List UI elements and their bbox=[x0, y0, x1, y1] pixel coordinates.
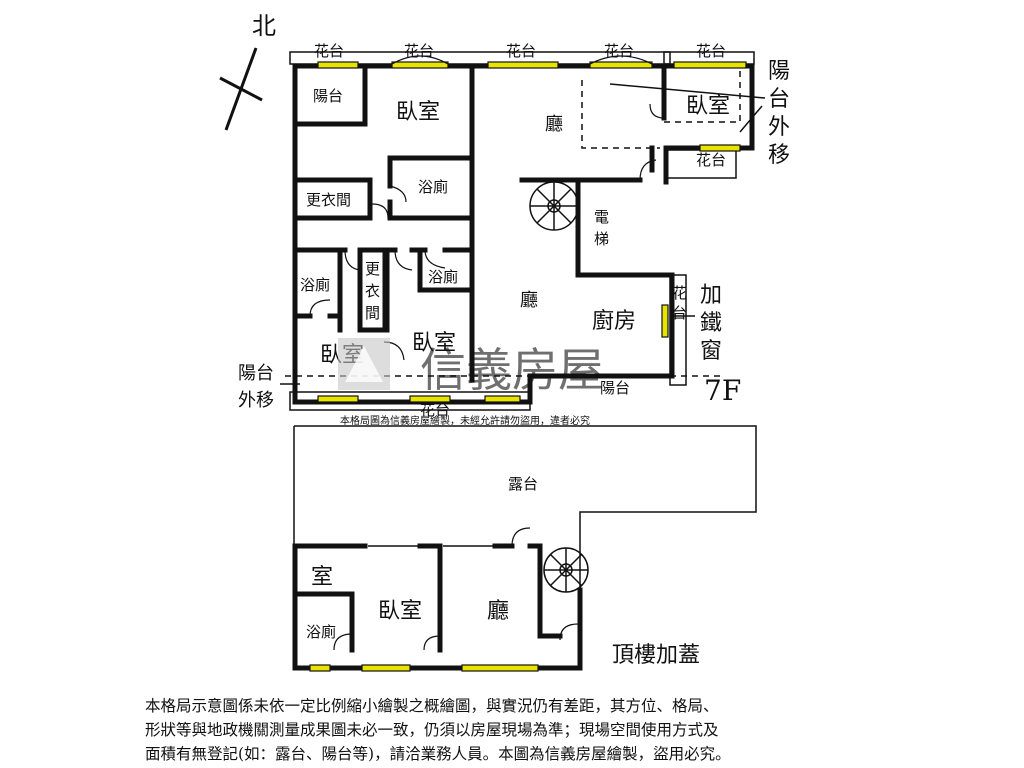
planter-label-2: 花台 bbox=[404, 42, 434, 60]
kitchen-label: 廚房 bbox=[592, 309, 636, 334]
iron-window-label: 加 鐵 窗 bbox=[700, 283, 722, 364]
svg-text:外: 外 bbox=[768, 115, 790, 140]
rooftop-plan: 露台 室 臥室 廳 浴廁 bbox=[292, 425, 757, 672]
balcony-nw-label: 陽台 bbox=[313, 87, 343, 105]
bath-2-label: 浴廁 bbox=[300, 276, 330, 294]
roof-living-label: 廳 bbox=[487, 599, 509, 624]
disclaimer-line-3: 面積有無登記(如：露台、陽台等)，請洽業務人員。本圖為信義房屋繪製，盜用必究。 bbox=[145, 745, 731, 763]
svg-text:電: 電 bbox=[594, 208, 609, 226]
bedroom-north-label: 臥室 bbox=[396, 100, 440, 125]
living-main-label: 廳 bbox=[520, 290, 538, 311]
svg-text:台: 台 bbox=[672, 304, 687, 322]
svg-text:移: 移 bbox=[768, 143, 790, 168]
floor-7f-plan: 花台 花台 花台 花台 花台 陽台 臥室 廳 臥室 陽 台 外 移 花台 浴廁 … bbox=[238, 42, 790, 419]
disclaimer-line-1: 本格局示意圖係未依一定比例縮小繪製之概繪圖，與實況仍有差距，其方位、格局、 bbox=[145, 697, 719, 715]
planter-label-3: 花台 bbox=[506, 42, 536, 60]
spiral-stair-icon bbox=[529, 181, 579, 231]
watermark: 信義房屋 本格局圖為信義房屋繪製，未經允許請勿盜用，違者必究 bbox=[338, 338, 604, 427]
svg-text:更: 更 bbox=[365, 260, 380, 278]
svg-text:台: 台 bbox=[768, 87, 790, 112]
roof-addition-label: 頂樓加蓋 bbox=[612, 643, 700, 668]
terrace-label: 露台 bbox=[508, 475, 538, 493]
roof-room-label: 室 bbox=[311, 565, 333, 590]
living-north-label: 廳 bbox=[545, 114, 563, 135]
planter-south-label: 花台 bbox=[420, 401, 450, 419]
closet-1-label: 更衣間 bbox=[306, 191, 351, 209]
brand-logo-icon bbox=[338, 338, 390, 390]
svg-text:加: 加 bbox=[700, 283, 722, 308]
planter-east-label: 花台 bbox=[696, 151, 726, 169]
svg-text:衣: 衣 bbox=[365, 282, 380, 300]
bedroom-s-label: 臥室 bbox=[412, 331, 456, 356]
planter-label-5: 花台 bbox=[696, 42, 726, 60]
floor-7f-label: 7F bbox=[704, 374, 741, 407]
balcony-move-left-label: 陽台 外移 bbox=[238, 363, 274, 411]
balcony-s-label: 陽台 bbox=[600, 379, 630, 397]
roof-bath-label: 浴廁 bbox=[306, 623, 336, 641]
north-label: 北 bbox=[252, 12, 276, 40]
planter-label-1: 花台 bbox=[314, 42, 344, 60]
svg-text:陽: 陽 bbox=[768, 59, 790, 84]
watermark-brand: 信義房屋 bbox=[420, 343, 604, 397]
svg-text:間: 間 bbox=[365, 304, 380, 322]
bedroom-ne-label: 臥室 bbox=[686, 94, 730, 119]
svg-text:外移: 外移 bbox=[238, 390, 274, 411]
svg-text:窗: 窗 bbox=[700, 339, 722, 364]
watermark-notice: 本格局圖為信義房屋繪製，未經允許請勿盜用，違者必究 bbox=[340, 414, 590, 427]
elevator-label: 電 梯 bbox=[594, 208, 609, 248]
balcony-move-right-label: 陽 台 外 移 bbox=[768, 59, 790, 168]
disclaimer-line-2: 形狀等與地政機關測量成果圖未必一致，仍須以房屋現場為準；現場空間使用方式及 bbox=[145, 721, 719, 739]
bath-1-label: 浴廁 bbox=[418, 178, 448, 196]
closet-2-label: 更 衣 間 bbox=[365, 260, 380, 322]
roof-bedroom-label: 臥室 bbox=[378, 599, 422, 624]
svg-text:陽台: 陽台 bbox=[238, 363, 274, 384]
planter-kitchen-label: 花 台 bbox=[672, 284, 687, 322]
north-compass-icon: 北 bbox=[219, 12, 276, 131]
disclaimer-text: 本格局示意圖係未依一定比例縮小繪製之概繪圖，與實況仍有差距，其方位、格局、 形狀… bbox=[145, 694, 905, 766]
svg-text:梯: 梯 bbox=[594, 230, 609, 248]
svg-text:鐵: 鐵 bbox=[700, 311, 722, 336]
planter-label-4: 花台 bbox=[604, 42, 634, 60]
svg-text:花: 花 bbox=[672, 284, 687, 302]
bath-3-label: 浴廁 bbox=[428, 268, 458, 286]
spiral-stair-roof-icon bbox=[543, 547, 589, 593]
